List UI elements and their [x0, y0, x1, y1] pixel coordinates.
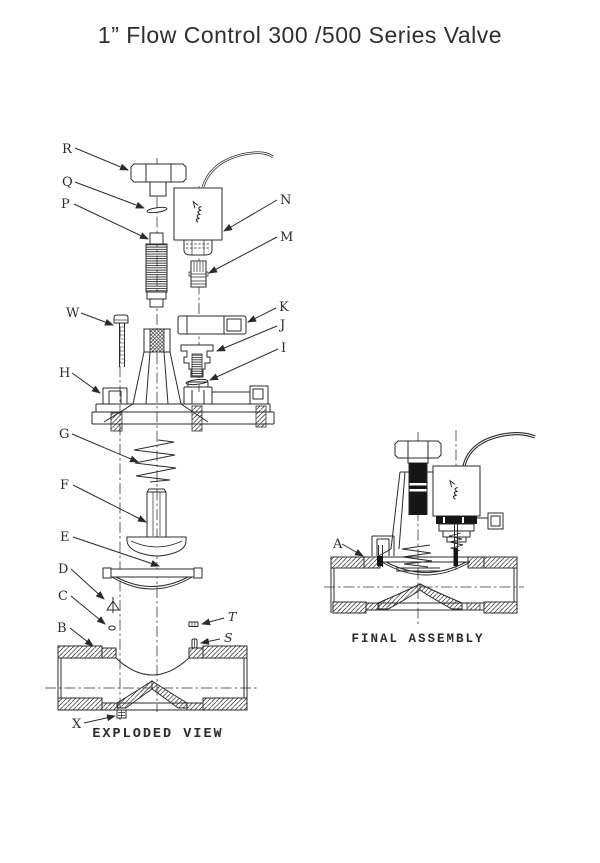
- label-F: F: [60, 478, 69, 493]
- adjustment-stem-part: [145, 232, 168, 308]
- solenoid-part: [173, 151, 274, 256]
- label-K: K: [279, 300, 289, 315]
- spring-part: [133, 439, 177, 483]
- plunger-part: [188, 260, 209, 288]
- label-E: E: [60, 530, 70, 545]
- bleed-screw-part: [113, 314, 129, 367]
- pilot-bell-part: [180, 344, 214, 378]
- label-R: R: [62, 142, 73, 157]
- label-X: X: [72, 717, 82, 732]
- label-T: T: [228, 609, 238, 624]
- page-title: 1” Flow Control 300 /500 Series Valve: [97, 22, 503, 48]
- fa-handle-stem: [394, 440, 442, 515]
- adapter-part: [177, 315, 247, 335]
- exploded-view-diagram: R Q P N M K J I W H G F E D C B X T S EX…: [45, 142, 293, 742]
- label-H: H: [59, 366, 70, 381]
- label-B: B: [57, 621, 67, 636]
- label-C: C: [58, 589, 68, 604]
- bonnet-part: [91, 328, 275, 432]
- diaphragm-part: [102, 567, 203, 590]
- screw-s-part: [191, 638, 198, 649]
- fa-valve-body: [330, 556, 518, 614]
- oring-part: [108, 625, 116, 631]
- label-P: P: [61, 197, 70, 212]
- label-D: D: [58, 562, 68, 577]
- final-assembly-diagram: A FINAL ASSEMBLY: [324, 430, 536, 646]
- seat-disc-part: [126, 488, 187, 557]
- valve-body-part: [45, 645, 258, 711]
- leader-lines: [69, 147, 279, 724]
- fa-solenoid-logo: [449, 479, 459, 500]
- label-W: W: [66, 306, 80, 321]
- label-N: N: [280, 193, 291, 208]
- label-M: M: [280, 230, 293, 245]
- flow-control-handle-part: [130, 163, 187, 197]
- label-G: G: [59, 427, 69, 442]
- label-Q: Q: [62, 175, 73, 190]
- cone-part: [106, 597, 120, 613]
- label-S: S: [224, 630, 233, 645]
- final-assembly-caption: FINAL ASSEMBLY: [351, 632, 484, 646]
- solenoid-logo: [192, 200, 202, 223]
- screw-t-part: [188, 621, 199, 627]
- exploded-view-caption: EXPLODED VIEW: [92, 727, 223, 742]
- label-J: J: [278, 318, 285, 333]
- label-A: A: [332, 537, 343, 552]
- washer-part: [146, 206, 168, 214]
- fa-solenoid: [432, 432, 536, 566]
- drain-plug-part: [116, 709, 127, 719]
- label-I: I: [281, 341, 286, 356]
- fa-leader-line: [341, 543, 364, 557]
